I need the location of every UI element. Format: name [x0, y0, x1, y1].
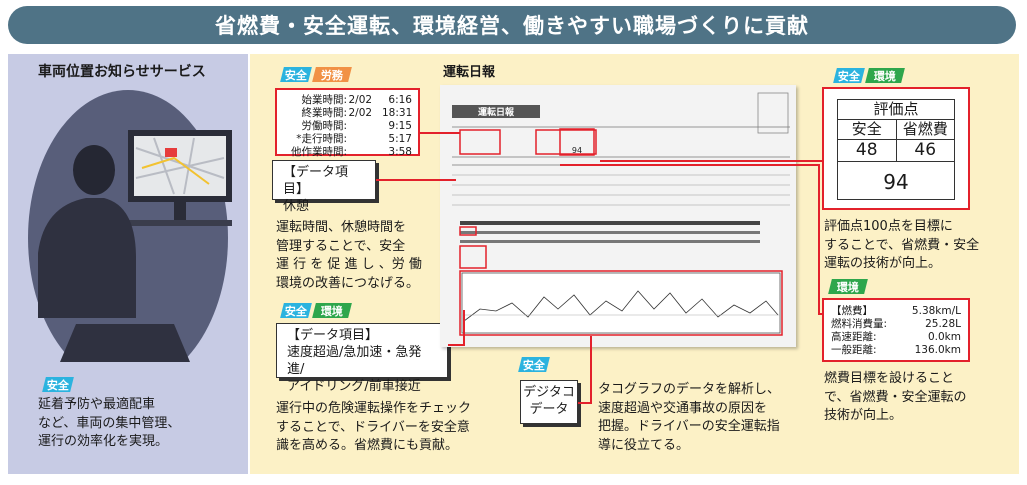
evaluation-title: 評価点 [838, 100, 954, 120]
chair [60, 324, 190, 362]
fuel-efficiency-box: 【燃費】5.38km/L 燃料消費量:25.28L 高速距離:0.0km 一般距… [822, 298, 970, 362]
safety-tag: 安全 [833, 68, 865, 83]
safety-column-label: 安全 [838, 120, 897, 139]
page-title: 省燃費・安全運転、環境経営、働きやすい職場づくりに貢献 [8, 6, 1016, 44]
safety-tag: 安全 [280, 67, 312, 82]
connector-line [420, 132, 460, 134]
fuel-row: 一般距離:136.0km [831, 344, 961, 356]
monitor-stand [174, 202, 186, 220]
connector-line [590, 336, 592, 404]
work-time-row: *走行時間:5:17 [296, 133, 412, 145]
dangerous-driving-description: 運行中の危険運転操作をチェック することで、ドライバーを安全意 識を高める。省燃… [276, 401, 472, 453]
daily-report-heading: 運転日報 [443, 65, 496, 80]
connector-line [376, 179, 456, 181]
work-time-row: 労働時間:9:15 [301, 120, 412, 132]
safety-score: 48 [838, 140, 897, 161]
fuel-saving-column-label: 省燃費 [902, 120, 948, 138]
rest-time-description: 運転時間、休憩時間を 管理することで、安全 運 行 を 促 進 し 、労 働 環… [276, 220, 422, 291]
labor-tag: 労務 [312, 67, 352, 82]
data-item-rest: 【データ項目】 休憩 [272, 160, 376, 214]
environment-tag: 環境 [828, 279, 868, 294]
document-title: 運転日報 [478, 106, 515, 118]
safety-tag: 安全 [280, 303, 312, 318]
map-marker-icon [165, 148, 177, 157]
evaluation-description: 評価点100点を目標に することで、省燃費・安全 運転の技術が向上。 [824, 219, 980, 271]
tacho-description: タコグラフのデータを解析し、 速度超過や交通事故の原因を 把握。ドライバーの安全… [598, 382, 781, 453]
fuel-description: 燃費目標を設けること で、省燃費・安全運転の 技術が向上。 [824, 371, 967, 423]
connector-line [578, 402, 592, 404]
document-score: 94 [572, 146, 582, 155]
safety-tag: 安全 [518, 357, 550, 372]
total-score: 94 [883, 170, 909, 194]
data-item-driving-events: 【データ項目】 速度超過/急加速・急発進/ アイドリング/前車接近 [276, 323, 448, 394]
evaluation-score-box: 評価点 安全 省燃費 48 46 94 [822, 87, 970, 210]
environment-tag: 環境 [312, 303, 352, 318]
fuel-row: 燃料消費量:25.28L [831, 318, 961, 330]
desk [119, 220, 232, 226]
connector-line [818, 164, 820, 314]
fuel-saving-score: 46 [914, 140, 937, 160]
connector-line [600, 160, 822, 162]
person-body [38, 198, 136, 318]
connector-line [818, 313, 822, 315]
fuel-row: 高速距離:0.0km [831, 331, 961, 343]
fuel-row: 【燃費】5.38km/L [831, 305, 961, 317]
connector-line [560, 164, 820, 166]
safety-tag: 安全 [42, 377, 74, 392]
report-document-image: 運転日報 94 [440, 85, 796, 347]
connector-line [463, 310, 465, 346]
person-head [73, 145, 115, 195]
environment-tag: 環境 [865, 68, 905, 83]
daily-report-document: 運転日報 94 [440, 85, 796, 347]
evaluation-table: 評価点 安全 省燃費 48 46 94 [837, 99, 955, 200]
tacho-data-callout: デジタコ データ [520, 380, 578, 424]
connector-line [448, 344, 464, 346]
operator-illustration [28, 90, 232, 362]
vehicle-location-description: 延着予防や最適配車 など、車両の集中管理、 運行の効率化を実現。 [38, 397, 181, 449]
vehicle-location-heading: 車両位置お知らせサービス [38, 64, 206, 80]
work-time-row: 他作業時間:3:58 [290, 146, 412, 158]
